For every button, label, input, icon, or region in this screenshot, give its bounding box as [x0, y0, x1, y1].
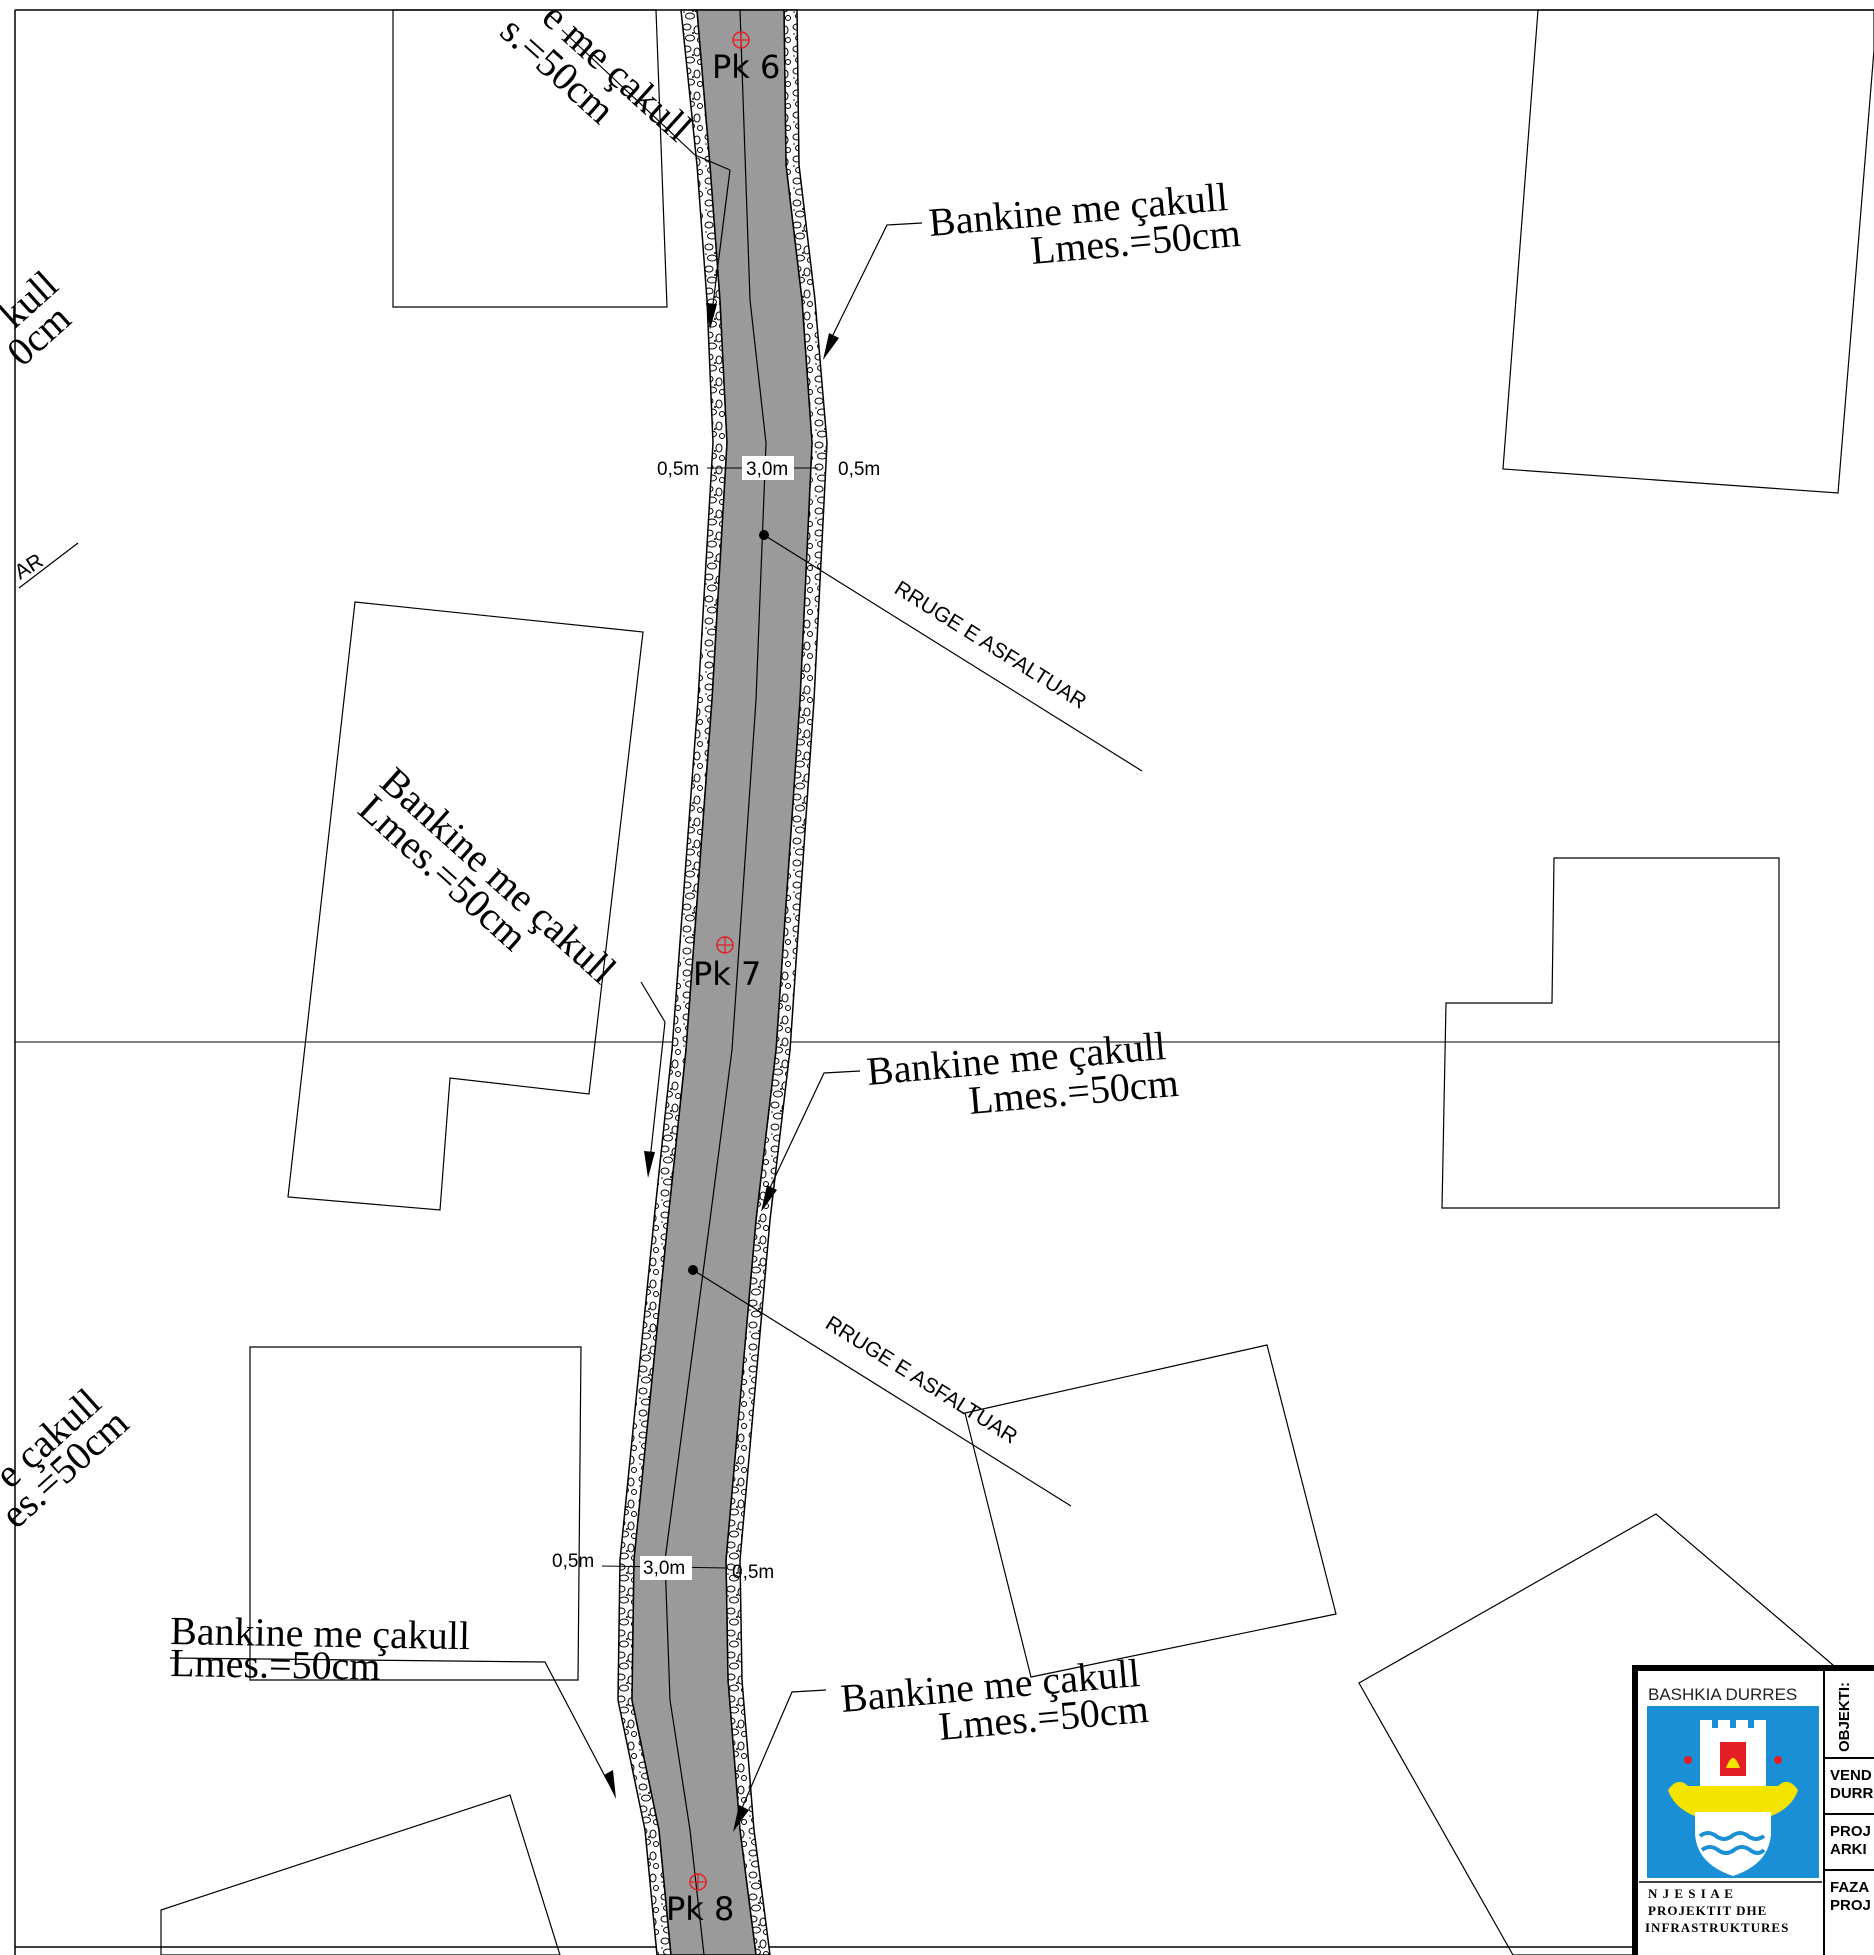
municipality-emblem: [1647, 1706, 1819, 1878]
field-location-b: DURR: [1830, 1785, 1873, 1802]
municipality-name: BASHKIA DURRES: [1648, 1685, 1797, 1704]
centerline-point: [759, 530, 769, 540]
building-footprints: [160, 9, 1874, 1955]
building-outline: [392, 9, 668, 308]
title-block: BASHKIA DURRES N J E S I A E PROJEKTIT D…: [1632, 1665, 1874, 1955]
shoulder-callout-upper-right: Bankine me çakull Lmes.=50cm: [823, 174, 1242, 360]
callout-line2: Lmes.=50cm: [170, 1640, 381, 1689]
building-outline: [160, 1794, 561, 1955]
shoulder-callout-lower-right: Bankine me çakull Lmes.=50cm: [733, 1650, 1150, 1832]
dim-carriageway: 3,0m: [643, 1558, 685, 1579]
building-outline: [1441, 857, 1780, 1209]
road-surface-label: RRUGE E ASFALTUAR: [890, 577, 1090, 714]
dimension-annotation-lower: 0,5m 3,0m 0,5m: [552, 1551, 774, 1583]
station-label: Pk 6: [712, 48, 780, 86]
dim-carriageway: 3,0m: [746, 459, 788, 480]
road-surface-label: RRUGE E ASFALTUAR: [821, 1312, 1021, 1449]
road-label-partial: AR: [10, 542, 79, 589]
dim-right-shoulder: 0,5m: [838, 459, 880, 480]
callout-line1: Bankine me çakull: [372, 758, 625, 992]
dimension-annotation-upper: 0,5m 3,0m 0,5m: [657, 456, 880, 480]
station-label: Pk 7: [693, 955, 761, 993]
building-outline: [249, 1346, 582, 1681]
station-markers: Pk 6 Pk 7 Pk 8: [666, 31, 780, 1928]
unit-name-line2: PROJEKTIT DHE: [1648, 1903, 1767, 1918]
centerline-point: [688, 1265, 698, 1275]
dim-left-shoulder: 0,5m: [657, 459, 699, 480]
field-project-a: PROJ: [1830, 1823, 1871, 1840]
dim-left-shoulder: 0,5m: [552, 1551, 594, 1572]
building-outline: [1502, 9, 1874, 494]
shoulder-callout-left-low-cut: e çakull es.=50cm: [0, 1379, 137, 1536]
field-object: OBJEKTI:: [1836, 1682, 1853, 1752]
station-label: Pk 8: [666, 1890, 734, 1928]
field-phase-a: FAZA: [1830, 1879, 1869, 1896]
field-phase-b: PROJ: [1830, 1897, 1871, 1914]
unit-name-line3: INFRASTRUKTURES: [1645, 1920, 1789, 1935]
building-outline: [964, 1344, 1337, 1678]
shoulder-callout-middle-left: Bankine me çakull Lmes.=50cm: [350, 758, 666, 1178]
unit-name-line1: N J E S I A E: [1648, 1886, 1734, 1901]
dim-right-shoulder: 0,5m: [732, 1562, 774, 1583]
road-label-leaders: [692, 534, 1143, 1507]
shoulder-callout-middle-right: Bankine me çakull Lmes.=50cm: [761, 1023, 1180, 1212]
building-outline: [1358, 1513, 1874, 1955]
shoulder-callout-lower-left: Bankine me çakull Lmes.=50cm: [170, 1608, 616, 1799]
field-location-a: VEND: [1830, 1767, 1872, 1784]
road-centerline: [664, 9, 767, 1955]
building-outline: [287, 601, 644, 1211]
field-project-b: ARKI: [1830, 1841, 1867, 1858]
road-label-cut: AR: [10, 549, 47, 584]
road-asphalt: [617, 9, 828, 1955]
shoulder-callout-left-cut: kull 0cm: [0, 262, 79, 375]
callout-line1: Bankine me çakull: [170, 1608, 471, 1658]
